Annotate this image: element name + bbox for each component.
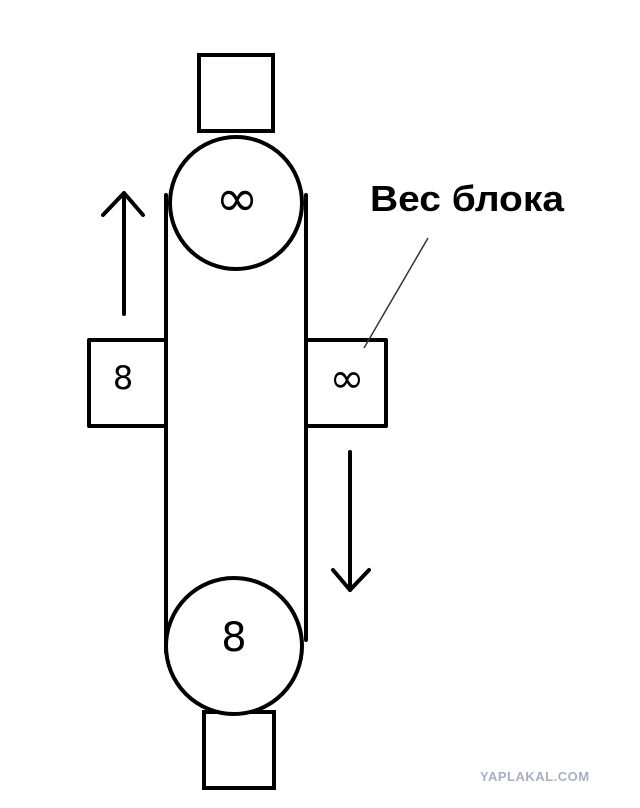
down-arrow-icon [331, 450, 371, 592]
bottom-pulley-label: 8 [221, 615, 246, 661]
up-arrow-icon [101, 191, 145, 316]
top-pulley [168, 135, 304, 271]
callout-leader-line [363, 237, 429, 349]
bottom-pulley [164, 576, 304, 716]
callout-text: Вес блока [370, 178, 565, 219]
right-weight-box [306, 338, 388, 428]
left-weight-box [87, 338, 166, 428]
top-pulley-label: ∞ [215, 169, 258, 229]
right-weight-label: ∞ [330, 354, 365, 403]
left-weight-label: 8 [113, 359, 133, 397]
bottom-mount-box [202, 710, 276, 790]
top-mount-box [197, 53, 275, 133]
watermark-text: YAPLAKAL.COM [480, 769, 590, 784]
